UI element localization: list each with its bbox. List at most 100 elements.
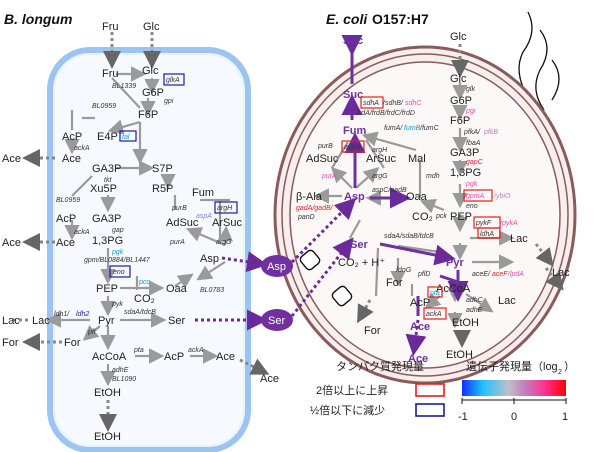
enzyme-ackA: ackA <box>74 145 90 152</box>
enzyme-mdh: mdh <box>426 173 440 180</box>
enzyme-argH: argH <box>372 147 388 154</box>
legend: タンパク質発現量 2倍以上に上昇 ½倍以下に減少 遺伝子発現量（log 2 ） … <box>310 359 575 423</box>
fru-extracellular: Fru <box>102 21 119 33</box>
ackA-up-box <box>423 307 447 320</box>
ace-3: Ace <box>216 351 235 363</box>
right-pathway-lines <box>313 44 564 348</box>
oaa: Oaa <box>406 191 428 203</box>
enzyme-eno: eno <box>466 203 478 210</box>
glc: Glc <box>450 73 467 85</box>
adsuc: AdSuc <box>306 153 339 165</box>
lac-out: Lac <box>552 267 570 279</box>
enzyme-sdaA-sdaB-tdcB: sdaA/sdaB/tdcB <box>384 233 434 240</box>
ace: Ace <box>410 321 430 333</box>
gene-expression-colorbar <box>462 380 566 396</box>
enzyme-aspC-nadB: aspC/nadB <box>372 187 407 194</box>
accoa: AcCoA <box>92 351 127 363</box>
etoh: EtOH <box>452 317 479 329</box>
suc: Suc <box>343 89 363 101</box>
acp: AcP <box>410 297 430 309</box>
suc-out: Suc <box>343 35 363 47</box>
legend-up-box <box>415 383 445 397</box>
transport: Asp Ser <box>195 197 357 331</box>
legend-down-label: ½倍以下に減少 <box>310 403 385 417</box>
enzyme-sdhC: sdhC <box>405 100 422 107</box>
r5p: R5P <box>152 183 173 195</box>
eno-down-box <box>109 265 131 278</box>
enzyme-gpi: gpi <box>164 98 174 105</box>
pyr: Pyr <box>98 315 115 327</box>
enzyme-pgi: pgi <box>465 108 476 115</box>
enzyme-purB: purB <box>317 143 333 150</box>
ser-transport-node <box>261 309 293 331</box>
ace-2: Ace <box>56 237 75 249</box>
enzyme-argG: argG <box>216 239 232 246</box>
co2: CO₂ <box>412 211 433 223</box>
for: For <box>64 337 81 349</box>
argH-down-box <box>214 201 238 214</box>
enzyme-fumA: fumA/ <box>384 125 403 132</box>
ga3p: GA3P <box>450 147 479 159</box>
enzyme-adhE: adhE <box>466 307 483 314</box>
enzyme-pflD: pflD <box>417 271 430 278</box>
flagella <box>518 11 560 111</box>
asp: Asp <box>344 191 365 203</box>
f6p: F6P <box>138 109 158 121</box>
enzyme-ackA-3: ackA <box>188 347 204 354</box>
pep: PEP <box>96 283 118 295</box>
enzyme-fdnG: fdnG <box>396 267 412 274</box>
left-title: B. longum <box>4 11 72 27</box>
ace-out-2: Ace <box>2 237 21 249</box>
enzyme-aspA: aspA <box>196 213 212 220</box>
lac-out: Lac <box>2 315 20 327</box>
pep: PEP <box>450 211 472 223</box>
adsuc: AdSuc <box>166 217 199 229</box>
etoh: EtOH <box>94 387 121 399</box>
enzyme-glk: glk <box>466 86 475 93</box>
enzyme-bl0783: BL0783 <box>200 287 224 294</box>
tal-down-box <box>119 130 137 142</box>
gene-legend-close: ） <box>564 360 575 373</box>
acp: AcP <box>62 131 82 143</box>
right-purple-pathway <box>341 35 469 356</box>
enzyme-sdaA-tdcB: sdaA/tdcB <box>124 309 156 316</box>
pta-up-box <box>427 286 443 298</box>
enzyme-gap: gap <box>112 227 124 234</box>
etoh-out: EtOH <box>446 349 473 361</box>
g6p: G6P <box>450 95 472 107</box>
accoa: AcCoA <box>436 283 471 295</box>
arsuc: ArSuc <box>366 153 396 165</box>
enzyme-lpdA: /lpdA <box>507 271 524 278</box>
1-3pg: 1,3PG <box>450 167 481 179</box>
ace-out: Ace <box>408 353 428 365</box>
asp-transport-node <box>261 255 293 277</box>
enzyme-argG: argG <box>372 173 388 180</box>
enzyme-argH: argH <box>217 205 233 212</box>
enzyme-bl1339: BL1339 <box>112 83 136 90</box>
ga3p-2: GA3P <box>92 213 121 225</box>
enzyme-pta: pta <box>429 290 440 297</box>
sdhA-up-box <box>360 96 384 109</box>
acp-3: AcP <box>164 351 184 363</box>
enzyme-pck: pck <box>435 213 447 220</box>
f6p: F6P <box>450 115 470 127</box>
enzyme-aceE: aceE/ <box>472 271 491 278</box>
enzyme-pykA: /pykA <box>499 220 518 227</box>
asp-transporter <box>299 249 321 271</box>
colorbar-tick-mid: 0 <box>511 411 517 423</box>
legend-up-label: 2倍以上に上昇 <box>316 383 388 397</box>
enzyme-panD: panD <box>297 214 315 221</box>
s7p: S7P <box>152 163 173 175</box>
enzyme-tkt: tkt <box>104 177 112 184</box>
colorbar-tick-min: -1 <box>458 411 468 423</box>
co2: CO₂ <box>134 293 155 305</box>
enzyme-gadA-gadB: gadA/gadB/ <box>296 205 334 212</box>
for-out: For <box>2 337 19 349</box>
enzyme-bl1090: BL1090 <box>112 376 136 383</box>
enzyme-adhC: adhC <box>466 297 484 304</box>
gene-legend-log-base: 2 <box>558 369 562 376</box>
enzyme-ackA: ackA <box>426 311 442 318</box>
co2-h: CO₂ + H⁺ <box>338 257 385 269</box>
enzyme-ybiO: /ybiO <box>493 193 511 200</box>
acp-2: AcP <box>56 213 76 225</box>
